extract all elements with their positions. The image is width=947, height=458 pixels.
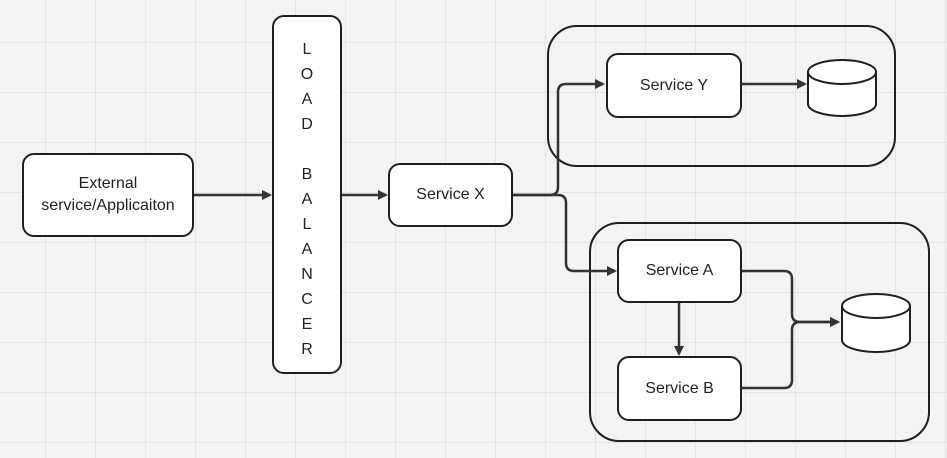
load-balancer-letter: L — [302, 41, 312, 58]
arrow-service-b-to-db-ab — [741, 317, 840, 390]
load-balancer-letter: A — [301, 241, 313, 258]
load-balancer-letter: L — [302, 216, 312, 233]
service-ab-group[interactable] — [589, 222, 930, 442]
service-y-label: Service Y — [639, 76, 709, 94]
load-balancer-letter: O — [300, 66, 314, 83]
load-balancer-letter: C — [301, 291, 313, 308]
database-icon[interactable] — [807, 59, 877, 117]
arrow-service-x-to-service-y — [512, 79, 605, 197]
service-x-label: Service X — [416, 186, 485, 204]
service-a-label: Service A — [645, 262, 714, 280]
external-service-label-line2: service/Applicaiton — [41, 197, 175, 214]
load-balancer-letter: E — [301, 316, 313, 333]
service-b-node[interactable]: Service B — [617, 356, 742, 421]
service-y-group[interactable] — [547, 25, 896, 167]
arrow-service-x-to-service-a — [512, 193, 617, 276]
load-balancer-node[interactable]: L O A D B A L A N C E R — [272, 15, 342, 374]
load-balancer-letter: R — [301, 341, 313, 358]
database-icon[interactable] — [841, 293, 911, 353]
load-balancer-letter: N — [301, 266, 313, 283]
load-balancer-letter: A — [301, 191, 313, 208]
load-balancer-letter: D — [301, 116, 313, 133]
external-service-label-line1: External — [78, 175, 138, 193]
external-service-node[interactable]: External service/Applicaiton — [22, 153, 194, 237]
arrow-service-a-to-db-ab — [741, 269, 840, 327]
load-balancer-letter: A — [301, 91, 313, 108]
service-a-node[interactable]: Service A — [617, 239, 742, 303]
load-balancer-letter: B — [301, 166, 313, 183]
service-b-label: Service B — [645, 379, 714, 397]
service-x-node[interactable]: Service X — [388, 163, 513, 227]
service-y-node[interactable]: Service Y — [606, 53, 742, 118]
external-service-label: External service/Applicaiton — [41, 173, 174, 216]
